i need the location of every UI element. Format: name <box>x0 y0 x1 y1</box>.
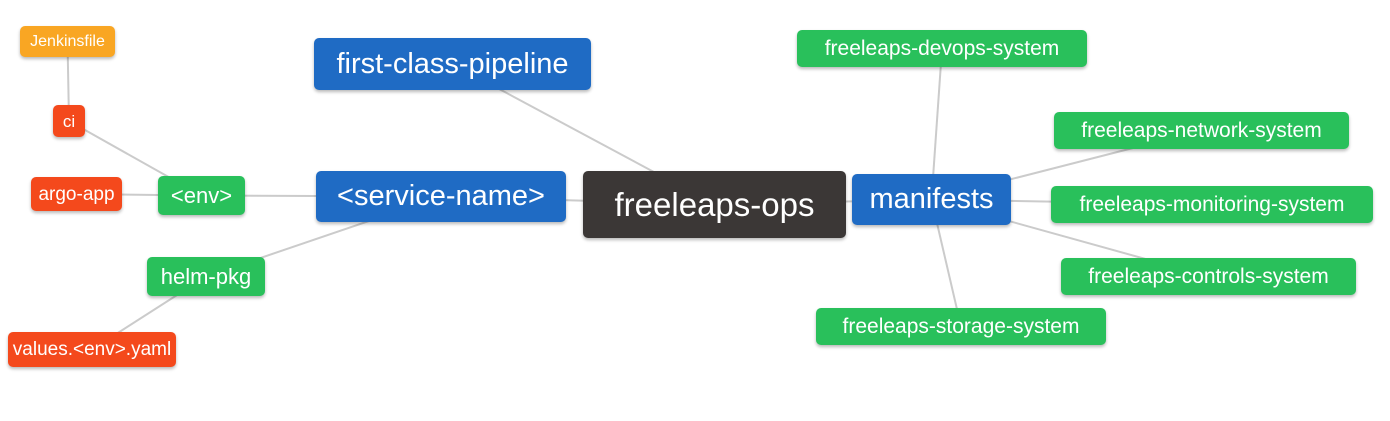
node-freeleaps-devops-system[interactable]: freeleaps-devops-system <box>797 30 1087 67</box>
node-label: first-class-pipeline <box>336 47 569 80</box>
node-first-class-pipeline[interactable]: first-class-pipeline <box>314 38 591 90</box>
node-helm-pkg[interactable]: helm-pkg <box>147 257 265 296</box>
node-label: values.<env>.yaml <box>12 339 172 360</box>
node-label: manifests <box>869 183 994 215</box>
node-label: <env> <box>170 182 233 208</box>
node-jenkinsfile[interactable]: Jenkinsfile <box>20 26 115 57</box>
node-label: helm-pkg <box>160 263 252 289</box>
node-label: ci <box>62 111 76 131</box>
node-service-name[interactable]: <service-name> <box>316 171 566 222</box>
node-label: freeleaps-network-system <box>1081 119 1322 142</box>
node-label: freeleaps-monitoring-system <box>1079 193 1345 216</box>
node-argo-app[interactable]: argo-app <box>31 177 122 211</box>
node-ci[interactable]: ci <box>53 105 85 137</box>
node-env[interactable]: <env> <box>158 176 245 215</box>
node-label: freeleaps-storage-system <box>842 315 1080 338</box>
node-label: freeleaps-controls-system <box>1088 265 1329 288</box>
node-freeleaps-monitoring-system[interactable]: freeleaps-monitoring-system <box>1051 186 1373 223</box>
node-values-env-yaml[interactable]: values.<env>.yaml <box>8 332 176 367</box>
node-label: Jenkinsfile <box>30 32 105 50</box>
node-freeleaps-ops[interactable]: freeleaps-ops <box>583 171 846 238</box>
node-freeleaps-controls-system[interactable]: freeleaps-controls-system <box>1061 258 1356 295</box>
node-freeleaps-storage-system[interactable]: freeleaps-storage-system <box>816 308 1106 345</box>
node-manifests[interactable]: manifests <box>852 174 1011 225</box>
node-freeleaps-network-system[interactable]: freeleaps-network-system <box>1054 112 1349 149</box>
node-label: freeleaps-ops <box>614 186 815 223</box>
node-label: freeleaps-devops-system <box>824 37 1060 60</box>
node-label: <service-name> <box>337 180 545 212</box>
node-label: argo-app <box>38 183 115 205</box>
